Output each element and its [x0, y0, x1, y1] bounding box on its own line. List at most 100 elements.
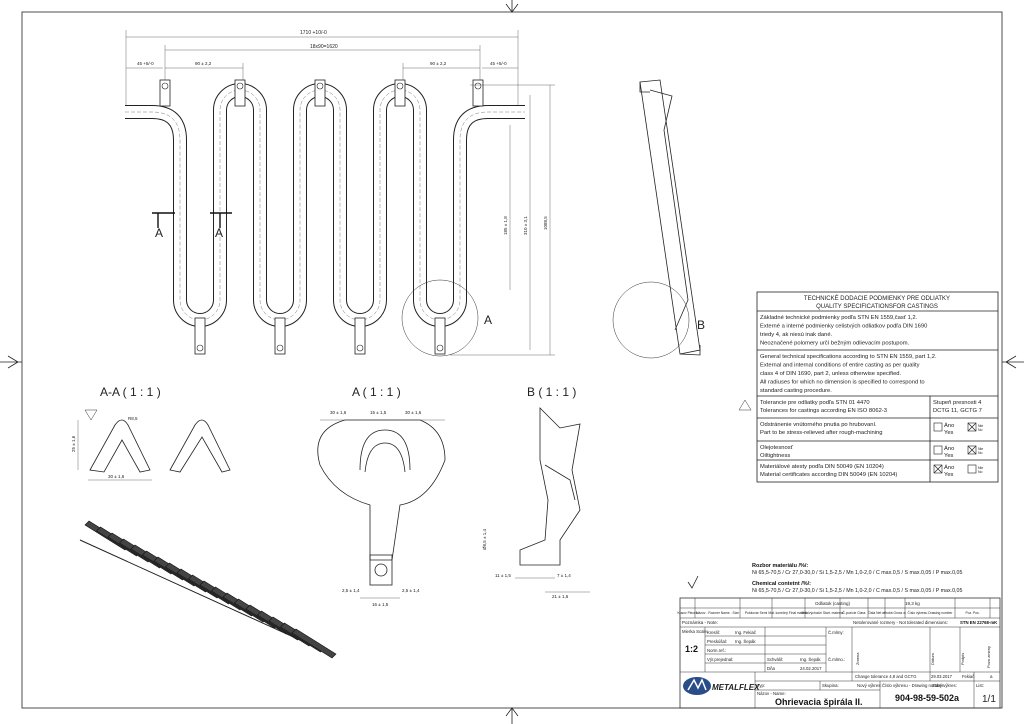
spec-row-sk: Materiálové atesty podľa DIN 50049 (EN 1…	[760, 464, 884, 470]
tolerance-value-1: Stupeň presnosti 4	[933, 400, 982, 406]
front-view-serpentine	[125, 79, 525, 355]
spec-row-sk: Odstránenie vnútorného pnutia po hrubova…	[760, 422, 877, 428]
tb-change-text: Change tolerance 4,8 and GCTG	[855, 674, 916, 679]
checkbox-yes[interactable]	[933, 464, 943, 474]
spec-row-en: Material certificates according DIN 5004…	[760, 472, 897, 478]
no-label-en: No	[978, 451, 983, 455]
no-label-sk: Nie	[978, 424, 983, 428]
tb-header: Číslo výkresu Drawing number	[908, 610, 954, 615]
quality-spec-table	[756, 291, 999, 483]
spec-row-en: Part to be stress-relieved after rough-m…	[760, 430, 882, 436]
tb-header: Kusov Pieces	[678, 611, 698, 615]
dim-overall: 1710 +10/-0	[300, 30, 327, 36]
bottom-stub	[434, 317, 446, 355]
material-comp-en: Ni 65,5-70,5 / Cr 27,0-30,0 / Si 1,5-2,5…	[752, 588, 962, 594]
dim-pitch-left: 90 ± 2,2	[195, 61, 212, 66]
checkbox-yes[interactable]	[933, 445, 943, 455]
isometric-coil-bar	[291, 628, 337, 659]
spec-sk-line: triedy 4, ak niesú inak dané.	[760, 332, 833, 338]
top-stub	[314, 79, 326, 107]
bottom-stub	[354, 317, 366, 355]
spec-row-sk: Olejotesnosť	[760, 445, 794, 451]
title-block-grid	[679, 597, 1001, 709]
checkbox-no[interactable]	[967, 422, 977, 432]
svg-text:METALFLEX: METALFLEX	[712, 683, 760, 692]
spec-en-line: All radiuses for which no dimension is s…	[760, 380, 925, 386]
spec-row-en: Oiltightness	[760, 453, 790, 459]
tb-header: Mat. východzí Start. material	[802, 611, 844, 615]
spec-sk-line: Neoznačené polomery určí bežným odlievac…	[760, 341, 910, 347]
tb-sheet: 1/1	[982, 694, 996, 705]
tb-change-date-label: Dátum	[930, 653, 935, 665]
tb-name-label: Názov - Name:	[757, 691, 786, 696]
section-aa-profile	[77, 409, 231, 481]
section-label-a-right: A	[215, 226, 223, 240]
tb-new-drawing: Nový výkres:	[857, 683, 882, 688]
b-dim-4: Ø8,5 ± 1,4	[482, 529, 487, 550]
tb-change-by: Fekiač	[962, 674, 974, 679]
tolerance-triangle-icon	[738, 399, 752, 411]
section-label-a-left: A	[155, 226, 163, 240]
checkbox-no[interactable]	[967, 445, 977, 455]
tb-not-tolerated: Netolerované rozmery - Not tolerated dim…	[853, 620, 948, 625]
tb-sheet-label: List:	[976, 683, 984, 688]
view-title-a: A ( 1 : 1 )	[352, 385, 401, 399]
tb-approved-label: Schválil:	[767, 657, 783, 662]
aa-dim-width: 30 ± 1,6	[108, 474, 125, 479]
aa-dim-radius: R8,5	[128, 416, 138, 421]
spec-en-line: class 4 of DIN 1690, part 2, unless othe…	[760, 371, 902, 377]
view-title-b: B ( 1 : 1 )	[527, 385, 576, 399]
tb-approved-by: Ing. Šepák	[800, 657, 821, 662]
top-stub	[472, 79, 484, 107]
tb-header: Názov - Rozmer Name - Size	[696, 611, 739, 615]
tb-header: Hrubá Gross w.	[884, 611, 907, 615]
yes-label-sk: Áno	[944, 445, 954, 452]
dim-pitch-right: 90 ± 2,2	[430, 61, 447, 66]
tb-scale-label: Mierka Scale:	[682, 629, 708, 634]
detail-circle-a	[401, 279, 479, 357]
detail-label-b: B	[697, 318, 705, 332]
no-label-sk: Nie	[978, 447, 983, 451]
a-dim-5: 2,5 ± 1,4	[402, 588, 420, 593]
side-view	[612, 79, 701, 359]
spec-title-sk: TECHNICKÉ DODACIE PODMIENKY PRE ODLIATKY	[804, 295, 950, 302]
tb-checked-label: Preskúšal:	[707, 639, 727, 644]
tolerance-sk: Tolerancie pre odliatky podľa STN 01 447…	[760, 400, 870, 406]
bottom-stub	[274, 317, 286, 355]
tb-type-label: Typ:	[757, 683, 765, 688]
tb-checked-by: Ing. Šepák	[735, 639, 756, 644]
tb-change-index: a	[990, 674, 993, 679]
tb-drawn-by: Ing. Fekiač	[735, 630, 757, 635]
isometric-view	[79, 520, 337, 659]
tb-drawn-label: Kreslil:	[707, 630, 720, 635]
material-comp-sk: Ni 65,5-70,5 / Cr 27,0-30,0 / Si 1,5-2,5…	[752, 570, 962, 576]
no-label-en: No	[978, 428, 983, 432]
spec-en-line: General technical specifications accordi…	[760, 354, 937, 360]
dim-pitch-total: 18x90=1620	[310, 44, 338, 50]
a-dim-1: 30 ± 1,6	[330, 410, 347, 415]
surface-check-icon	[687, 575, 699, 589]
a-dim-4: 2,5 ± 1,4	[342, 588, 360, 593]
spec-sk-line: Základné technické podmienky podľa STN E…	[760, 315, 918, 321]
a-dim-6: 16 ± 1,5	[372, 602, 389, 607]
isometric-edge	[79, 539, 301, 641]
checkbox-yes[interactable]	[933, 422, 943, 432]
dim-end-left: 45 +5/-0	[137, 61, 154, 66]
checkbox-no[interactable]	[967, 464, 977, 474]
dim-height-mid: 310 ± 3,1	[523, 216, 528, 235]
spec-title-en: QUALITY SPECIFICATIONSFOR CASTINGS	[816, 304, 938, 310]
tb-old-drawing: Starý výkres:	[932, 683, 957, 688]
tb-norm-label: Norm.ref.:	[707, 648, 726, 653]
top-stub	[159, 79, 171, 107]
tolerance-en: Tolerances for castings according EN ISO…	[760, 408, 887, 414]
tb-header: Polotovar Semi	[745, 611, 768, 615]
detail-b-view	[515, 407, 590, 593]
tolerance-value-2: DCTG 11, GCTG 7	[933, 408, 982, 414]
tb-header: Čistá Net w.	[868, 610, 886, 615]
tb-group-label: Skupina:	[822, 683, 839, 688]
tb-date-label: Dňa	[767, 666, 775, 671]
yes-label-en: Yes	[944, 453, 954, 459]
tb-change-note-label: Pozn.zmeny	[986, 646, 991, 668]
